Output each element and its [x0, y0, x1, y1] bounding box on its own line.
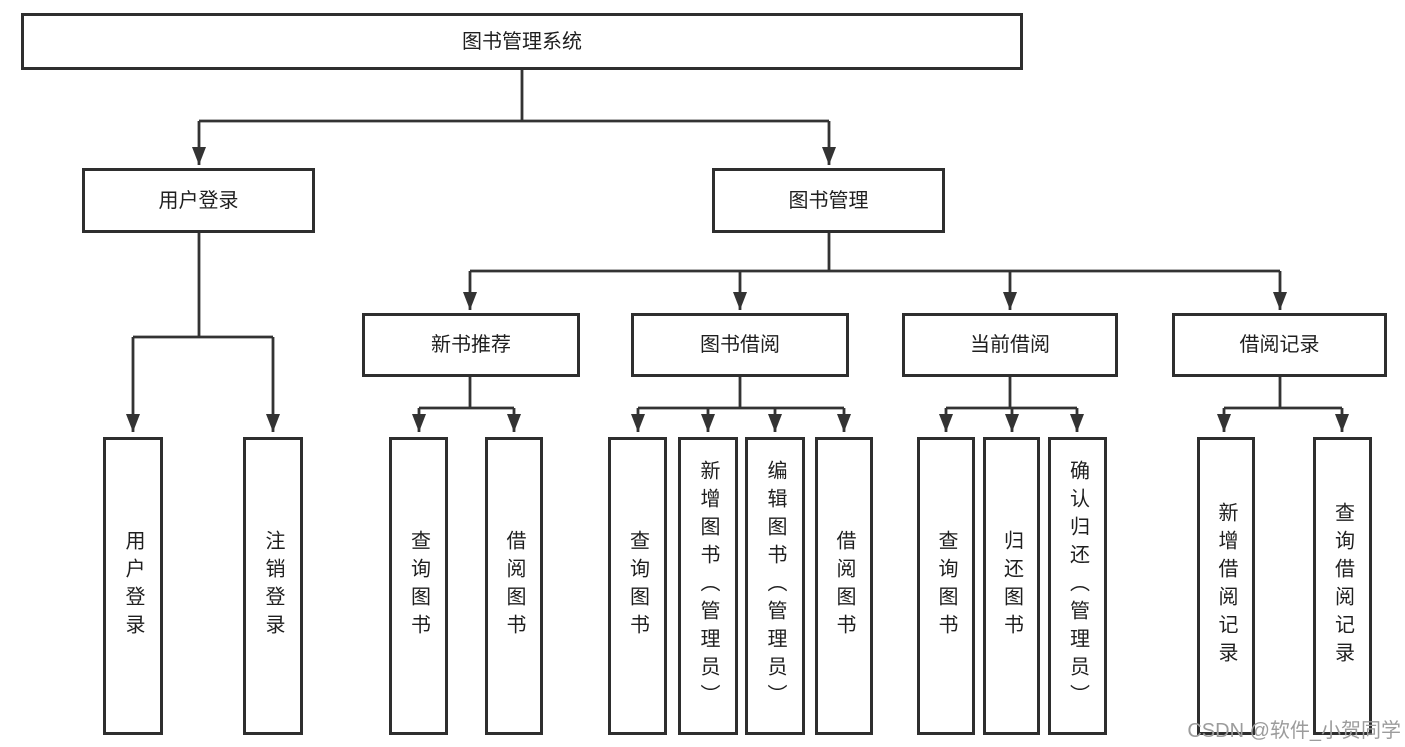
leaf-newbook-query-label: 查询图书: [407, 530, 430, 642]
leaf-user-login: 用户登录: [103, 437, 163, 735]
node-borrow-records: 借阅记录: [1172, 313, 1387, 377]
leaf-borrow-query-label: 查询图书: [626, 530, 649, 642]
node-root: 图书管理系统: [21, 13, 1023, 70]
node-book-mgmt-label: 图书管理: [788, 189, 869, 212]
node-new-book: 新书推荐: [362, 313, 580, 377]
watermark: CSDN @软件_小贺同学: [1187, 720, 1401, 742]
leaf-logout-label: 注销登录: [262, 530, 284, 642]
node-root-label: 图书管理系统: [462, 30, 582, 53]
leaf-newbook-borrow: 借阅图书: [485, 437, 543, 735]
leaf-record-query: 查询借阅记录: [1313, 437, 1372, 735]
leaf-borrow-borrow: 借阅图书: [815, 437, 873, 735]
node-current-borrow: 当前借阅: [902, 313, 1118, 377]
leaf-newbook-borrow-label: 借阅图书: [503, 530, 525, 642]
leaf-logout: 注销登录: [243, 437, 303, 735]
leaf-current-confirm: 确认归还（管理员）: [1048, 437, 1107, 735]
node-book-mgmt: 图书管理: [712, 168, 945, 233]
leaf-current-confirm-label: 确认归还（管理员）: [1066, 460, 1089, 712]
node-user-login-label: 用户登录: [158, 189, 239, 212]
node-user-login: 用户登录: [82, 168, 315, 233]
leaf-borrow-add: 新增图书（管理员）: [678, 437, 738, 735]
leaf-record-add-label: 新增借阅记录: [1215, 502, 1237, 670]
node-current-borrow-label: 当前借阅: [970, 334, 1050, 356]
leaf-current-return-label: 归还图书: [1000, 530, 1023, 642]
node-new-book-label: 新书推荐: [431, 334, 511, 356]
node-borrow-records-label: 借阅记录: [1239, 334, 1320, 356]
node-book-borrow-label: 图书借阅: [700, 334, 780, 356]
leaf-current-return: 归还图书: [983, 437, 1040, 735]
leaf-record-query-label: 查询借阅记录: [1331, 502, 1354, 670]
leaf-current-query-label: 查询图书: [935, 530, 957, 642]
leaf-borrow-borrow-label: 借阅图书: [833, 530, 855, 642]
leaf-borrow-edit: 编辑图书（管理员）: [745, 437, 805, 735]
leaf-borrow-add-label: 新增图书（管理员）: [697, 460, 719, 712]
leaf-borrow-edit-label: 编辑图书（管理员）: [764, 460, 786, 712]
leaf-newbook-query: 查询图书: [389, 437, 448, 735]
leaf-borrow-query: 查询图书: [608, 437, 667, 735]
leaf-user-login-label: 用户登录: [122, 530, 144, 642]
node-book-borrow: 图书借阅: [631, 313, 849, 377]
leaf-record-add: 新增借阅记录: [1197, 437, 1255, 735]
leaf-current-query: 查询图书: [917, 437, 975, 735]
